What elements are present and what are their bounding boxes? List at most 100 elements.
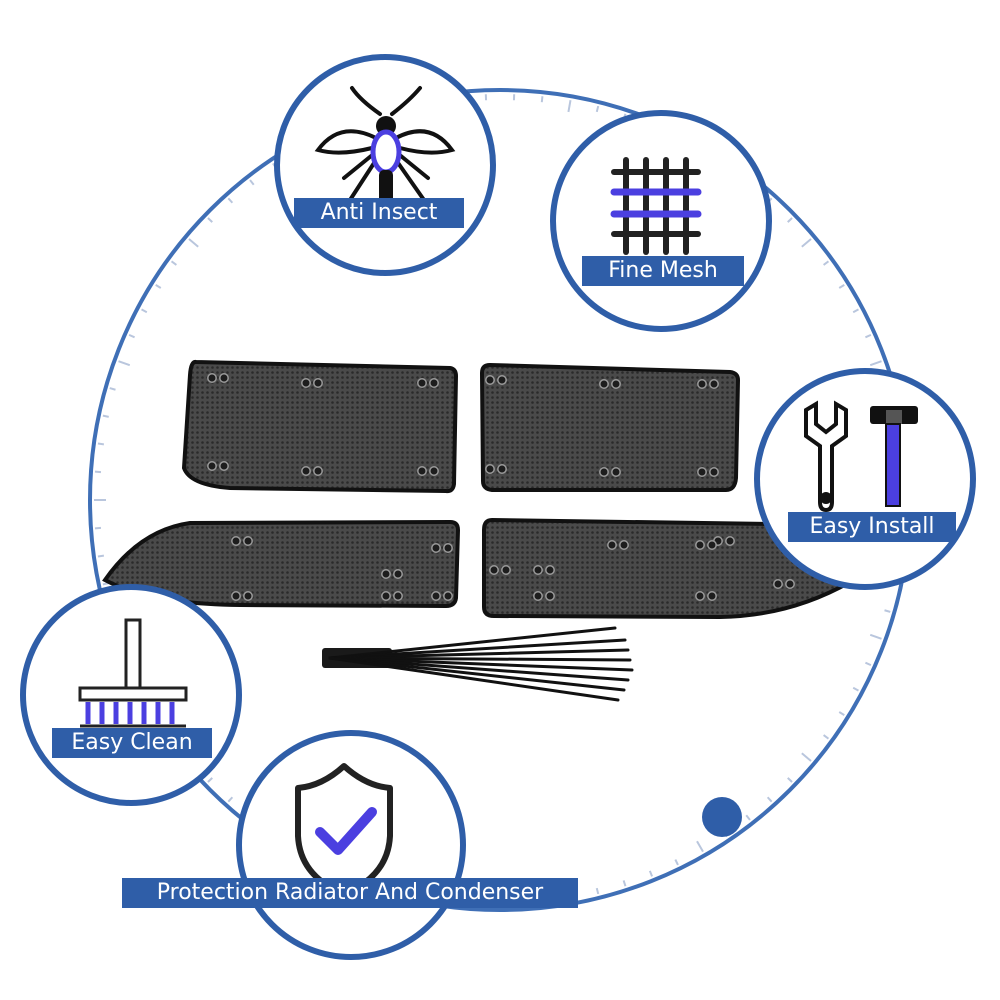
mounting-hole (501, 565, 511, 575)
orbit-tick (696, 840, 704, 853)
orbit-tick (102, 414, 109, 418)
mounting-hole (545, 591, 555, 601)
feature-easy-install: Easy Install (754, 368, 976, 590)
grille-panel-top-left (181, 359, 459, 494)
grille-panel-top-right (479, 362, 741, 492)
orbit-tick (188, 238, 199, 248)
mounting-hole (695, 591, 705, 601)
orbit-tick (865, 333, 872, 339)
feature-label-easy-install: Easy Install (788, 512, 956, 542)
mounting-hole (417, 466, 427, 476)
mounting-hole (707, 540, 717, 550)
orbit-tick (227, 796, 234, 803)
orbit-indicator-dot (702, 797, 742, 837)
orbit-tick (622, 880, 627, 887)
orbit-tick (869, 633, 882, 640)
mounting-hole (533, 591, 543, 601)
mounting-hole (611, 379, 621, 389)
brush-icon (78, 618, 188, 728)
mounting-hole (381, 569, 391, 579)
feature-easy-clean: Easy Clean (20, 584, 242, 806)
mounting-hole (443, 543, 453, 553)
cable-ties (322, 626, 634, 702)
orbit-tick (869, 360, 882, 367)
orbit-tick (838, 711, 845, 716)
mosquito-icon (314, 86, 456, 210)
feature-anti-insect: Anti Insect (274, 54, 496, 276)
orbit-tick (823, 734, 830, 740)
mounting-hole (381, 591, 391, 601)
orbit-tick (838, 284, 845, 289)
orbit-tick (787, 217, 793, 223)
mounting-hole (709, 467, 719, 477)
mounting-hole (611, 467, 621, 477)
feature-fine-mesh: Fine Mesh (550, 110, 772, 332)
orbit-tick (97, 554, 105, 558)
orbit-tick (97, 442, 105, 446)
mounting-hole (695, 540, 705, 550)
mounting-hole (485, 464, 495, 474)
mounting-hole (219, 461, 229, 471)
mounting-hole (393, 569, 403, 579)
orbit-tick (766, 796, 773, 803)
feature-label-protection: Protection Radiator And Condenser (122, 878, 578, 908)
orbit-tick (207, 217, 213, 223)
orbit-tick (540, 96, 544, 103)
mounting-hole (599, 467, 609, 477)
mounting-hole (773, 579, 783, 589)
wrench-icon (804, 400, 848, 513)
mounting-hole (417, 378, 427, 388)
feature-protection (236, 730, 466, 960)
mounting-hole (231, 591, 241, 601)
mounting-hole (429, 466, 439, 476)
orbit-tick (884, 609, 891, 613)
mounting-hole (497, 375, 507, 385)
orbit-tick (823, 260, 830, 266)
feature-label-easy-clean: Easy Clean (52, 728, 212, 758)
mounting-hole (697, 379, 707, 389)
mounting-hole (393, 591, 403, 601)
feature-label-fine-mesh: Fine Mesh (582, 256, 744, 286)
orbit-tick (227, 197, 234, 204)
orbit-tick (648, 870, 654, 877)
orbit-tick (567, 99, 572, 113)
mounting-hole (489, 565, 499, 575)
orbit-tick (865, 661, 872, 667)
orbit-tick (595, 887, 600, 895)
orbit-tick (141, 308, 148, 314)
mounting-hole (431, 591, 441, 601)
mounting-hole (313, 466, 323, 476)
orbit-tick (118, 360, 131, 367)
mounting-hole (619, 540, 629, 550)
mounting-hole (431, 543, 441, 553)
wrench-hammer-icon (804, 400, 918, 513)
mounting-hole (497, 464, 507, 474)
mounting-hole (301, 378, 311, 388)
hammer-icon (870, 406, 918, 507)
mounting-hole (485, 375, 495, 385)
mounting-holes (207, 373, 795, 601)
mounting-hole (243, 591, 253, 601)
mounting-hole (785, 579, 795, 589)
mounting-hole (243, 536, 253, 546)
orbit-tick (207, 777, 213, 783)
mounting-hole (207, 461, 217, 471)
mounting-hole (725, 536, 735, 546)
mounting-hole (443, 591, 453, 601)
mounting-hole (697, 467, 707, 477)
orbit-tick (852, 686, 859, 692)
orbit-tick (852, 308, 859, 314)
orbit-tick (787, 777, 793, 783)
feature-label-anti-insect: Anti Insect (294, 198, 464, 228)
mounting-hole (219, 373, 229, 383)
mounting-hole (533, 565, 543, 575)
orbit-tick (128, 333, 135, 339)
orbit-tick (745, 814, 751, 821)
mounting-hole (599, 379, 609, 389)
shield-check-icon (295, 763, 393, 897)
mesh-grid-icon (610, 157, 702, 255)
mounting-hole (607, 540, 617, 550)
orbit-tick (155, 284, 162, 289)
